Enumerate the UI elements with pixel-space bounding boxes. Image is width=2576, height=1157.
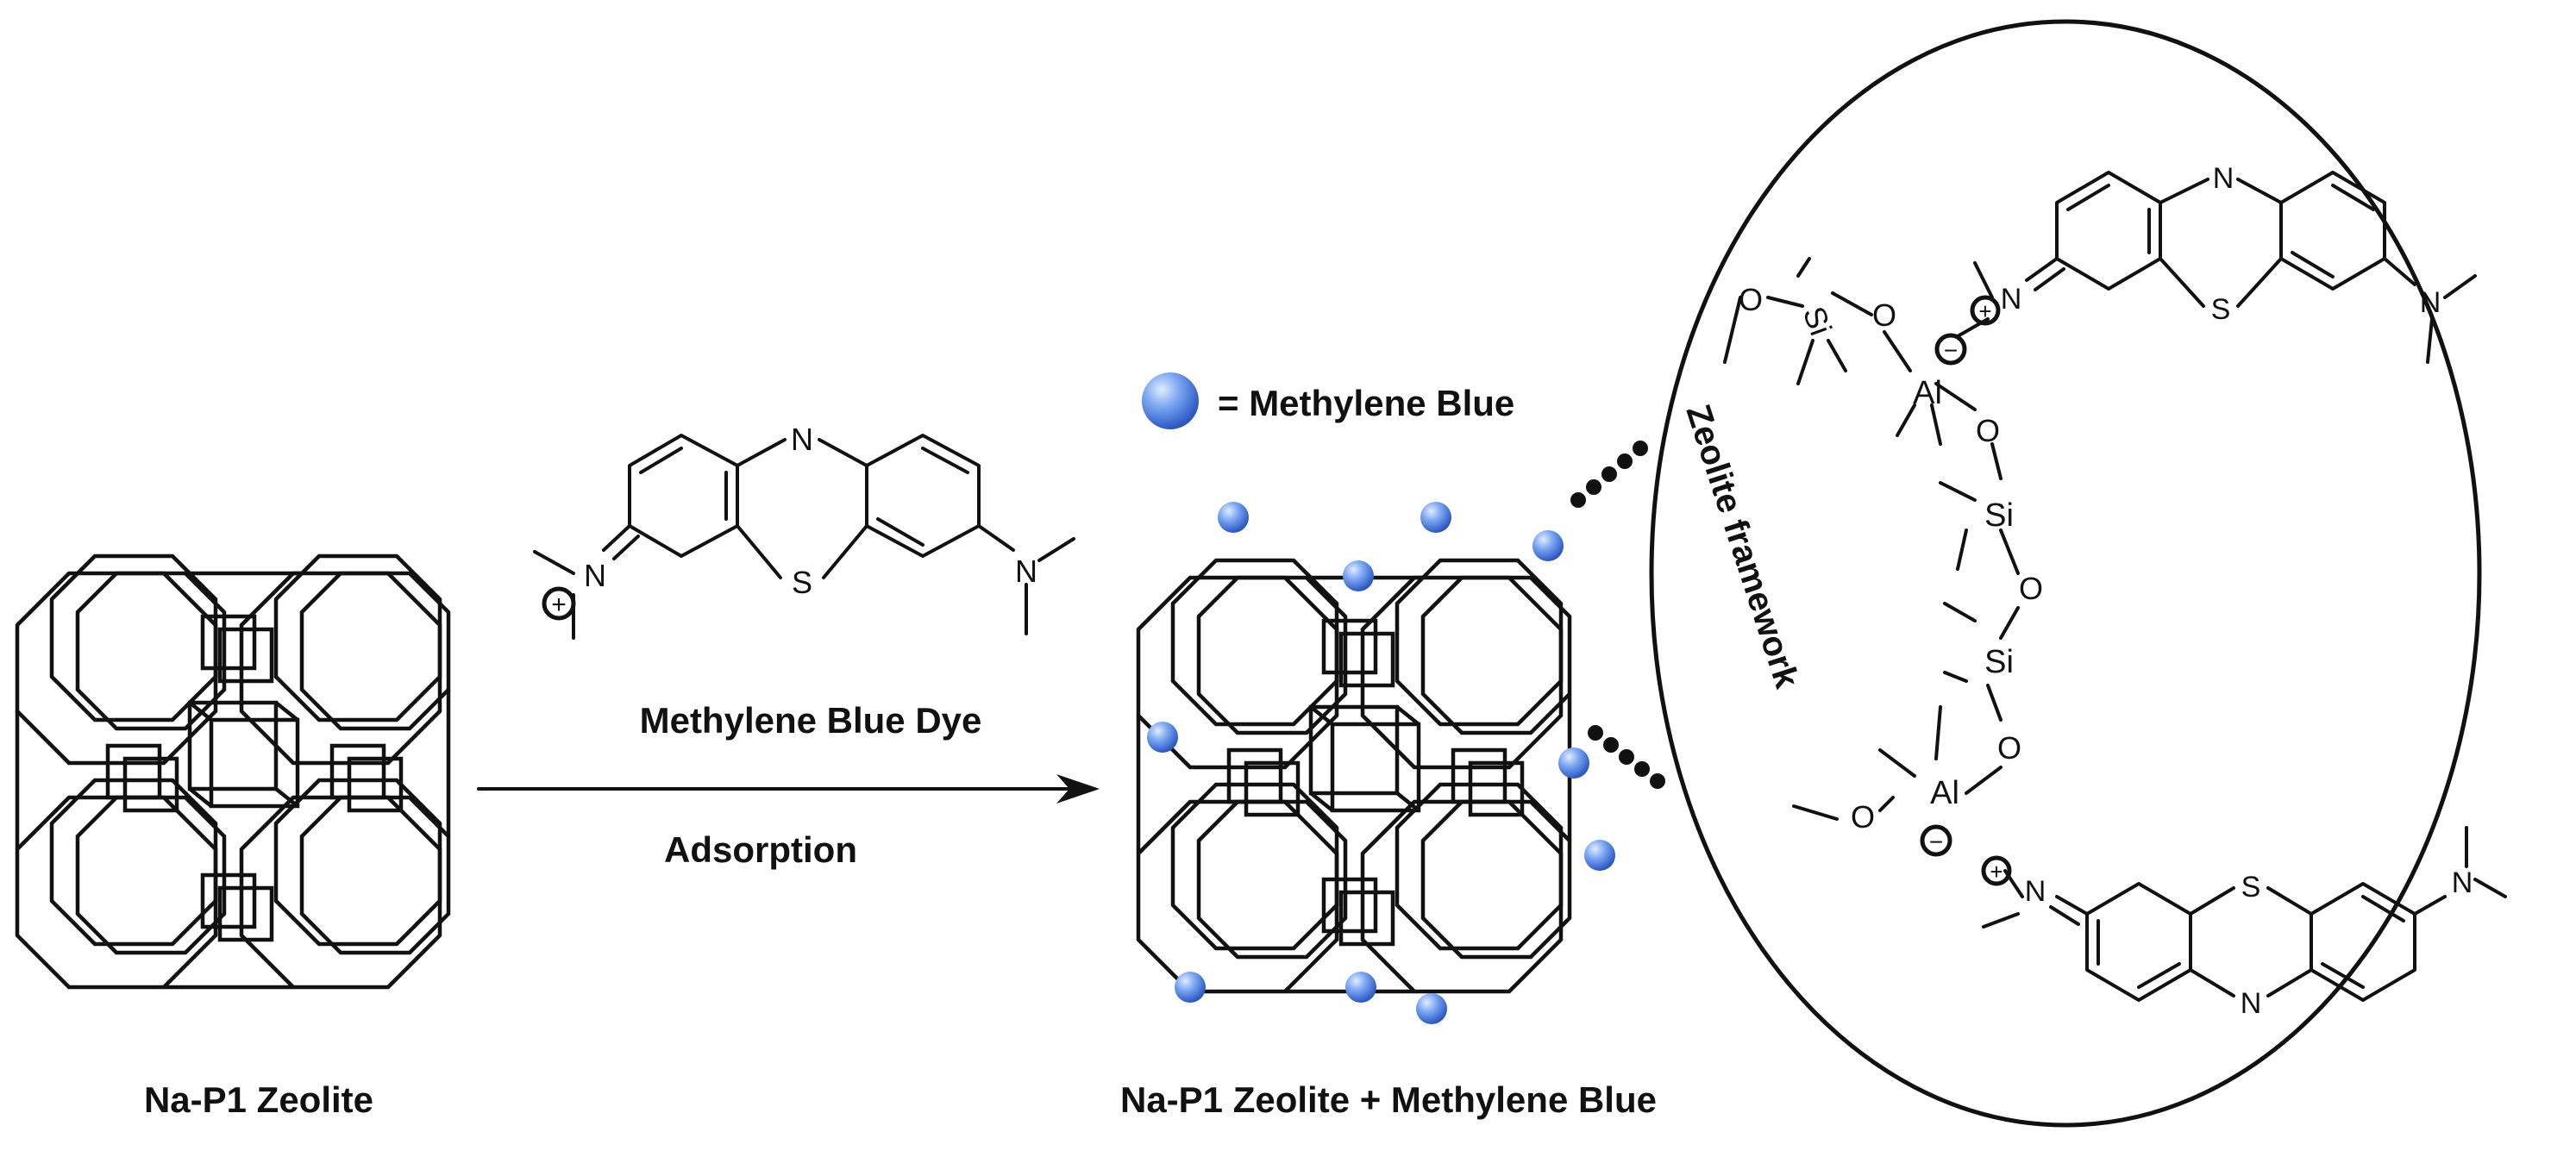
mb-top-plus: + <box>551 591 567 619</box>
mb-lower-n-right: N <box>2452 866 2473 899</box>
fw-si-3: Si <box>1984 644 2014 680</box>
fw-o-6: O <box>1851 799 1875 835</box>
zoom-connector-upper <box>1570 441 1648 508</box>
mb-top-n-central: N <box>791 422 813 457</box>
mb-top-s: S <box>792 565 812 600</box>
zeolite-structure-product <box>1138 560 1570 991</box>
fw-o-2: O <box>1872 297 1896 333</box>
mb-sphere <box>1416 993 1447 1024</box>
mb-top-n-right: N <box>1015 553 1037 589</box>
mb-upper-n-central: N <box>2213 162 2234 195</box>
mb-upper-s: S <box>2211 293 2231 326</box>
fw-al-1: Al <box>1913 375 1942 411</box>
legend-label: = Methylene Blue <box>1218 383 1514 423</box>
zeolite-framework-label: Zeolite framework <box>1678 400 1806 693</box>
reaction-arrow <box>477 774 1100 804</box>
mb-lower-s: S <box>2241 871 2261 904</box>
mb-sphere <box>1558 747 1589 779</box>
plus-charge-icon <box>1981 855 2012 886</box>
fw-minus-2: − <box>1929 829 1943 855</box>
plus-charge-icon <box>1970 295 2001 326</box>
fw-o-3: O <box>1976 413 2000 448</box>
plus-charge-icon <box>542 586 576 621</box>
mb-lower-n-left: N <box>2025 875 2046 908</box>
minus-charge-icon <box>1920 824 1952 857</box>
mb-upper-plus: + <box>1978 298 1991 324</box>
mb-top-n-left: N <box>584 558 606 593</box>
reactant-caption: Na-P1 Zeolite <box>144 1079 373 1120</box>
zeolite-framework-bonds <box>1723 257 2020 821</box>
reagent-label: Methylene Blue Dye <box>640 700 982 741</box>
fw-minus-1: − <box>1944 337 1958 364</box>
methylene-blue-molecule-upper <box>1956 171 2477 364</box>
fw-si-2: Si <box>1984 497 2014 534</box>
zeolite-structure-reactant <box>17 556 448 987</box>
zoom-connector-lower <box>1588 725 1665 789</box>
mb-sphere <box>1218 502 1249 533</box>
mb-upper-n-right: N <box>2420 286 2441 319</box>
fw-o-5: O <box>1997 730 2021 766</box>
mb-sphere <box>1532 530 1564 561</box>
methylene-blue-spheres <box>1147 502 1615 1024</box>
mb-lower-n-central: N <box>2241 987 2262 1020</box>
fw-o-1: O <box>1739 282 1763 317</box>
mb-sphere <box>1420 502 1451 533</box>
mb-sphere <box>1343 560 1374 591</box>
mb-lower-plus: + <box>1990 859 2003 885</box>
legend-sphere-icon <box>1142 372 1199 429</box>
fw-al-2: Al <box>1930 775 1959 811</box>
process-label: Adsorption <box>664 829 857 870</box>
methylene-blue-molecule-top <box>533 434 1075 640</box>
zoom-ellipse <box>1649 19 2482 1128</box>
mb-sphere <box>1584 840 1615 871</box>
mb-sphere <box>1345 972 1376 1003</box>
methylene-blue-molecule-lower <box>1982 826 2507 1002</box>
mb-upper-n-left: N <box>2001 283 2022 316</box>
mb-sphere <box>1147 722 1178 753</box>
product-caption: Na-P1 Zeolite + Methylene Blue <box>1120 1079 1657 1120</box>
fw-o-4: O <box>2019 571 2043 606</box>
mb-sphere <box>1175 972 1206 1003</box>
minus-charge-icon <box>1934 333 1967 366</box>
